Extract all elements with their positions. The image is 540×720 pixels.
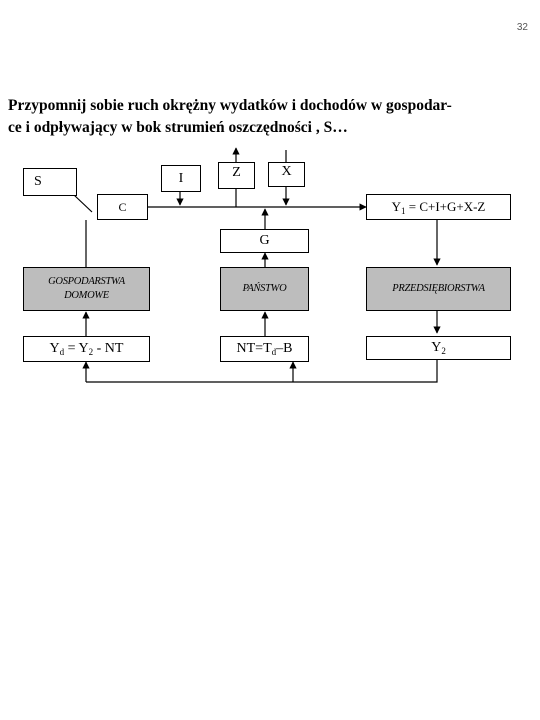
- box-government-spending: G: [220, 229, 309, 253]
- box-households: GOSPODARSTWA DOMOWE: [23, 267, 150, 311]
- box-investment: I: [161, 165, 201, 192]
- y1-label: Y1 = C+I+G+X-Z: [391, 198, 486, 216]
- box-savings: S: [23, 168, 77, 196]
- box-y2: Y2: [366, 336, 511, 360]
- box-imports: Z: [218, 162, 255, 189]
- box-firms: PRZEDSIĘBIORSTWA: [366, 267, 511, 311]
- box-state: PAŃSTWO: [220, 267, 309, 311]
- yd-label: Yd = Y2 - NT: [49, 341, 124, 357]
- box-exports: X: [268, 162, 305, 187]
- box-net-taxes: NT=Td–B: [220, 336, 309, 362]
- y2-label: Y2: [431, 340, 446, 356]
- flow-bottom-loop: [86, 360, 438, 383]
- heading-line-1: Przypomnij sobie ruch okrężny wydatków i…: [8, 97, 452, 114]
- heading-line-2: ce i odpływający w bok strumień oszczędn…: [8, 119, 348, 136]
- page-number: 32: [516, 22, 528, 33]
- nt-label: NT=Td–B: [236, 341, 293, 357]
- box-y1: Y1 = C+I+G+X-Z: [366, 194, 511, 220]
- box-disposable-income: Yd = Y2 - NT: [23, 336, 150, 362]
- flow-s-to-c: [73, 194, 93, 213]
- heading: Przypomnij sobie ruch okrężny wydatków i…: [8, 95, 532, 139]
- box-consumption: C: [97, 194, 148, 220]
